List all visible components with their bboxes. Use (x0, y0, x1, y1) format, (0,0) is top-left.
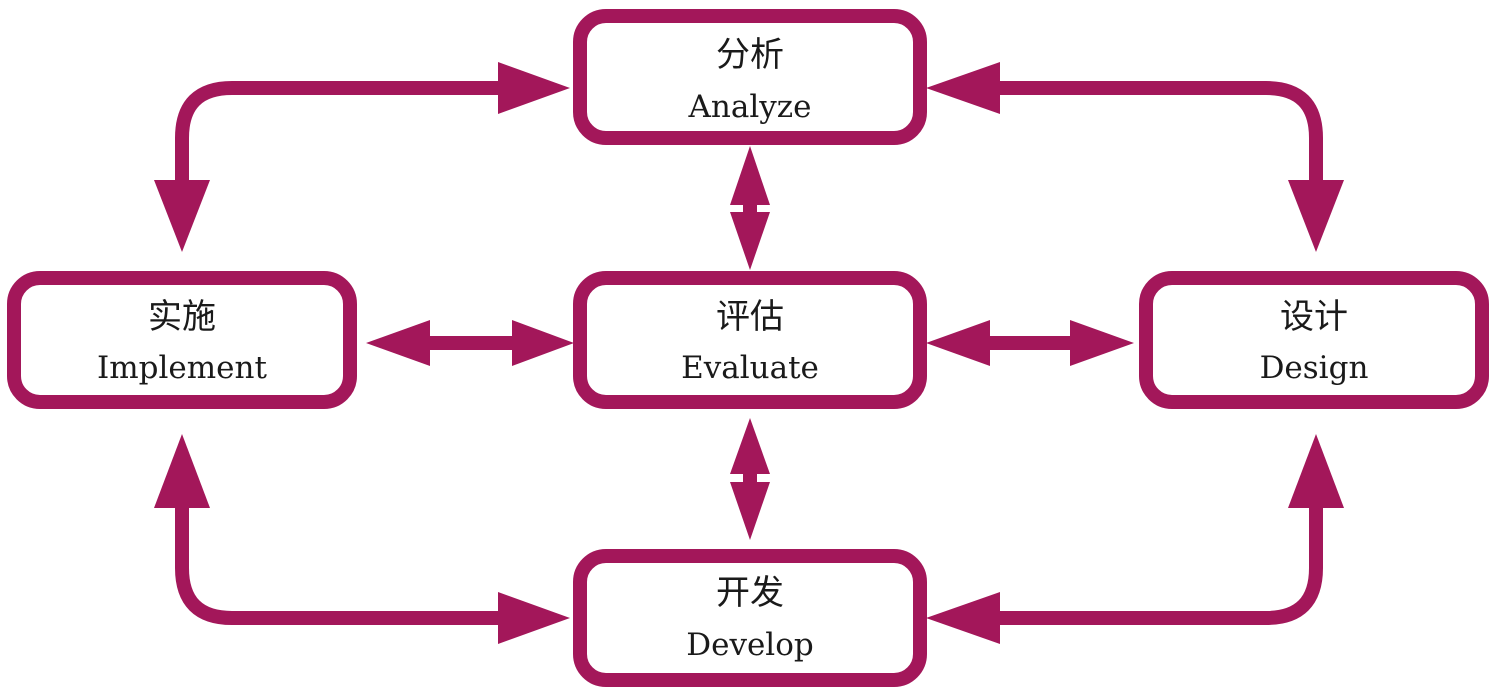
node-evaluate-zh: 评估 (716, 297, 784, 337)
node-develop-zh: 开发 (716, 573, 784, 613)
node-design: 设计 Design (1139, 271, 1489, 409)
arrowhead-down-icon (154, 180, 210, 252)
node-analyze: 分析 Analyze (573, 9, 927, 145)
arrowhead-up-icon (730, 146, 770, 205)
connector-develop-implement (175, 500, 510, 625)
node-evaluate-en: Evaluate (681, 350, 819, 386)
node-implement-en: Implement (97, 350, 267, 386)
connector-analyze-implement (175, 81, 510, 192)
arrowhead-up-icon (1288, 434, 1344, 508)
node-analyze-en: Analyze (688, 89, 812, 125)
arrowhead-left-icon (926, 320, 990, 366)
arrowhead-left-icon (926, 62, 1000, 114)
arrowhead-right-icon (512, 320, 574, 366)
node-design-zh: 设计 (1280, 297, 1348, 337)
arrowhead-down-icon (730, 482, 770, 540)
node-develop-en: Develop (686, 627, 813, 663)
arrowhead-right-icon (498, 592, 570, 644)
arrowhead-left-icon (926, 592, 1000, 644)
arrowheads (154, 62, 1344, 644)
node-implement: 实施 Implement (7, 271, 357, 409)
outer-connectors (175, 81, 1323, 625)
arrowhead-left-icon (366, 320, 430, 366)
node-develop: 开发 Develop (573, 549, 927, 687)
node-evaluate: 评估 Evaluate (573, 271, 927, 409)
node-design-en: Design (1260, 350, 1369, 386)
connector-analyze-design (990, 81, 1323, 192)
arrowhead-down-icon (730, 212, 770, 270)
arrowhead-right-icon (1070, 320, 1134, 366)
node-implement-zh: 实施 (148, 297, 216, 337)
connector-develop-design (990, 500, 1323, 625)
node-analyze-zh: 分析 (716, 35, 784, 75)
arrowhead-right-icon (498, 62, 570, 114)
arrowhead-down-icon (1288, 180, 1344, 252)
arrowhead-up-icon (154, 434, 210, 508)
arrowhead-up-icon (730, 418, 770, 474)
